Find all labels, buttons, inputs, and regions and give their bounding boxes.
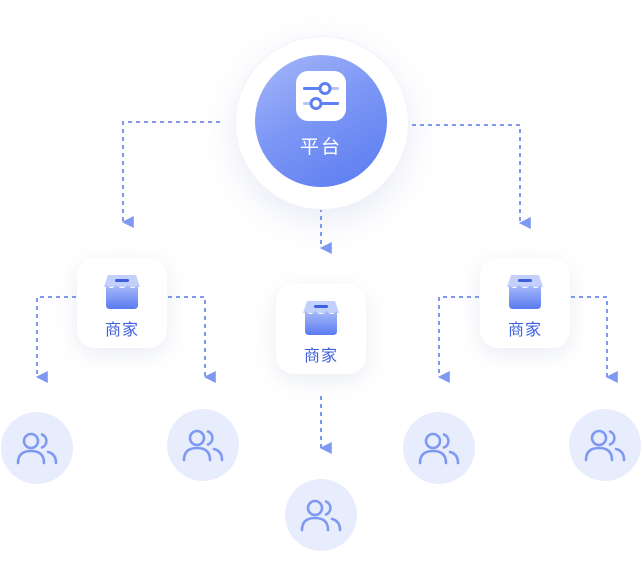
- connector-merchant3-user4: [437, 296, 479, 383]
- shop-icon: [104, 275, 140, 309]
- users-icon: [418, 432, 460, 465]
- merchant-label: 商家: [303, 346, 338, 365]
- connector-merchant3-user5: [571, 296, 618, 383]
- users-icon: [16, 432, 58, 465]
- merchant-node: 商家: [276, 284, 366, 374]
- merchant-node: 商家: [480, 258, 570, 348]
- user-node: [569, 409, 641, 481]
- users-icon: [584, 429, 626, 462]
- merchant-node: 商家: [77, 258, 167, 348]
- connector-merchant1-user2: [168, 296, 216, 383]
- merchant-label: 商家: [104, 320, 139, 339]
- users-icon: [300, 499, 342, 532]
- user-node: [1, 412, 73, 484]
- shop-icon: [507, 275, 543, 309]
- merchant-label: 商家: [507, 320, 542, 339]
- connector-merchant1-user1: [35, 296, 76, 383]
- connector-root-merchant-1: [121, 121, 220, 228]
- user-node: [167, 409, 239, 481]
- connector-root-merchant-3: [412, 124, 531, 229]
- users-icon: [182, 429, 224, 462]
- shop-icon: [303, 301, 339, 335]
- user-node: [285, 479, 357, 551]
- sliders-icon: [296, 71, 346, 121]
- user-node: [403, 412, 475, 484]
- platform-label: 平台: [299, 136, 342, 158]
- platform-node: 平台: [255, 55, 387, 187]
